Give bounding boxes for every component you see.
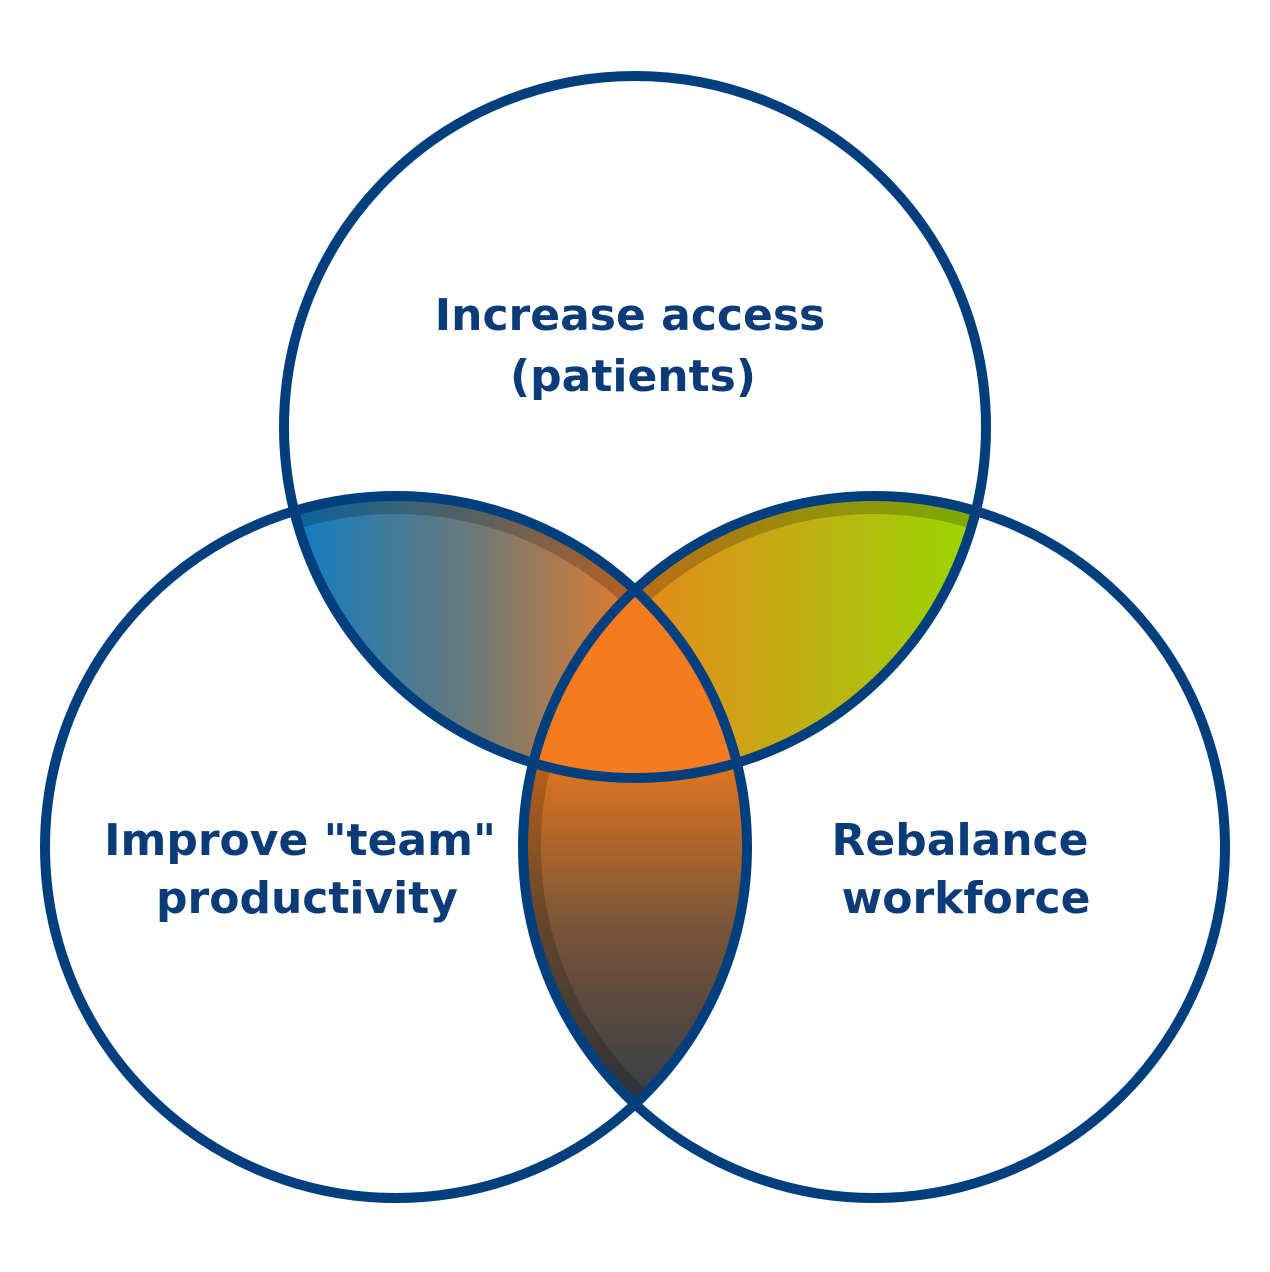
circle-right [518,491,1230,1203]
circle-top [279,71,991,783]
label-top-line1: Increase access [435,290,825,341]
label-right-line1: Rebalance [832,815,1089,866]
label-left-line2: productivity [156,873,458,924]
label-left-line1: Improve "team" [104,815,496,866]
label-top-line2: (patients) [510,351,756,402]
label-right-line2: workforce [842,873,1091,924]
circle-left [40,491,752,1203]
